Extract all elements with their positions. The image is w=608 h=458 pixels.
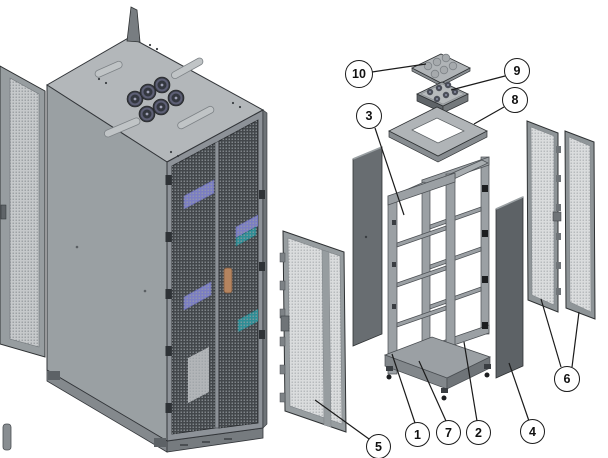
part-rear-door-right: [564, 130, 596, 320]
callout-3-label: 3: [365, 109, 373, 123]
leader-line-5: [314, 399, 370, 440]
top-vent-slots: [94, 57, 215, 138]
leader-lines: [314, 63, 580, 440]
callout-3: 3: [356, 103, 382, 129]
side-door-handle: [0, 204, 7, 220]
callout-4: 4: [520, 419, 545, 444]
part-side-panel-left: [352, 146, 383, 347]
callout-5: 5: [366, 434, 391, 458]
leader-line-6a: [540, 298, 562, 368]
part-front-door: [279, 230, 347, 433]
callout-7: 7: [436, 420, 461, 445]
leader-line-9: [450, 75, 506, 91]
callout-9-label: 9: [513, 64, 521, 78]
callout-1: 1: [405, 422, 430, 447]
callout-2: 2: [466, 420, 491, 445]
callout-10: 10: [345, 60, 373, 88]
part-top-frame: [388, 106, 488, 163]
leader-line-1: [391, 353, 416, 424]
door-handle: [223, 267, 233, 294]
part-fan-tray: [416, 81, 469, 114]
callout-6-label: 6: [563, 372, 571, 386]
part-frame-assembly: [383, 156, 492, 401]
top-screws: [97, 43, 242, 158]
leader-line-6b: [571, 311, 580, 368]
front-door-lock: [280, 315, 290, 332]
cabinet-plinth: [46, 369, 264, 453]
assembled-cabinet: [0, 6, 268, 453]
leader-line-4: [508, 362, 530, 422]
leader-line-7: [418, 360, 447, 422]
leader-line-2: [463, 341, 478, 422]
callout-4-label: 4: [529, 424, 536, 439]
callout-9: 9: [504, 58, 530, 84]
callout-7-label: 7: [445, 425, 452, 440]
door-hinge-tabs: [279, 252, 286, 403]
top-bracket: [126, 6, 141, 43]
callout-8: 8: [502, 87, 528, 113]
frame-feet: [386, 364, 491, 401]
callout-6: 6: [554, 366, 580, 392]
leader-line-10: [371, 63, 427, 73]
callout-8-label: 8: [511, 93, 519, 107]
leader-line-8: [473, 106, 505, 125]
callout-2-label: 2: [475, 425, 482, 440]
door-hinges: [165, 175, 265, 413]
part-rear-door-left: [526, 120, 562, 313]
callout-10-label: 10: [352, 67, 366, 81]
part-side-panel-right: [495, 196, 524, 379]
top-fans: [126, 76, 185, 123]
front-door-right: [218, 119, 259, 429]
side-door-hinge-pin: [2, 423, 12, 451]
part-top-cover-plate: [411, 53, 471, 87]
leader-line-3: [374, 127, 405, 216]
callout-5-label: 5: [375, 439, 382, 454]
frame-clips: [482, 185, 488, 329]
rear-door-hardware: [552, 146, 562, 295]
open-side-door: [0, 65, 46, 451]
callout-1-label: 1: [414, 427, 421, 442]
front-door-left: [171, 142, 216, 435]
